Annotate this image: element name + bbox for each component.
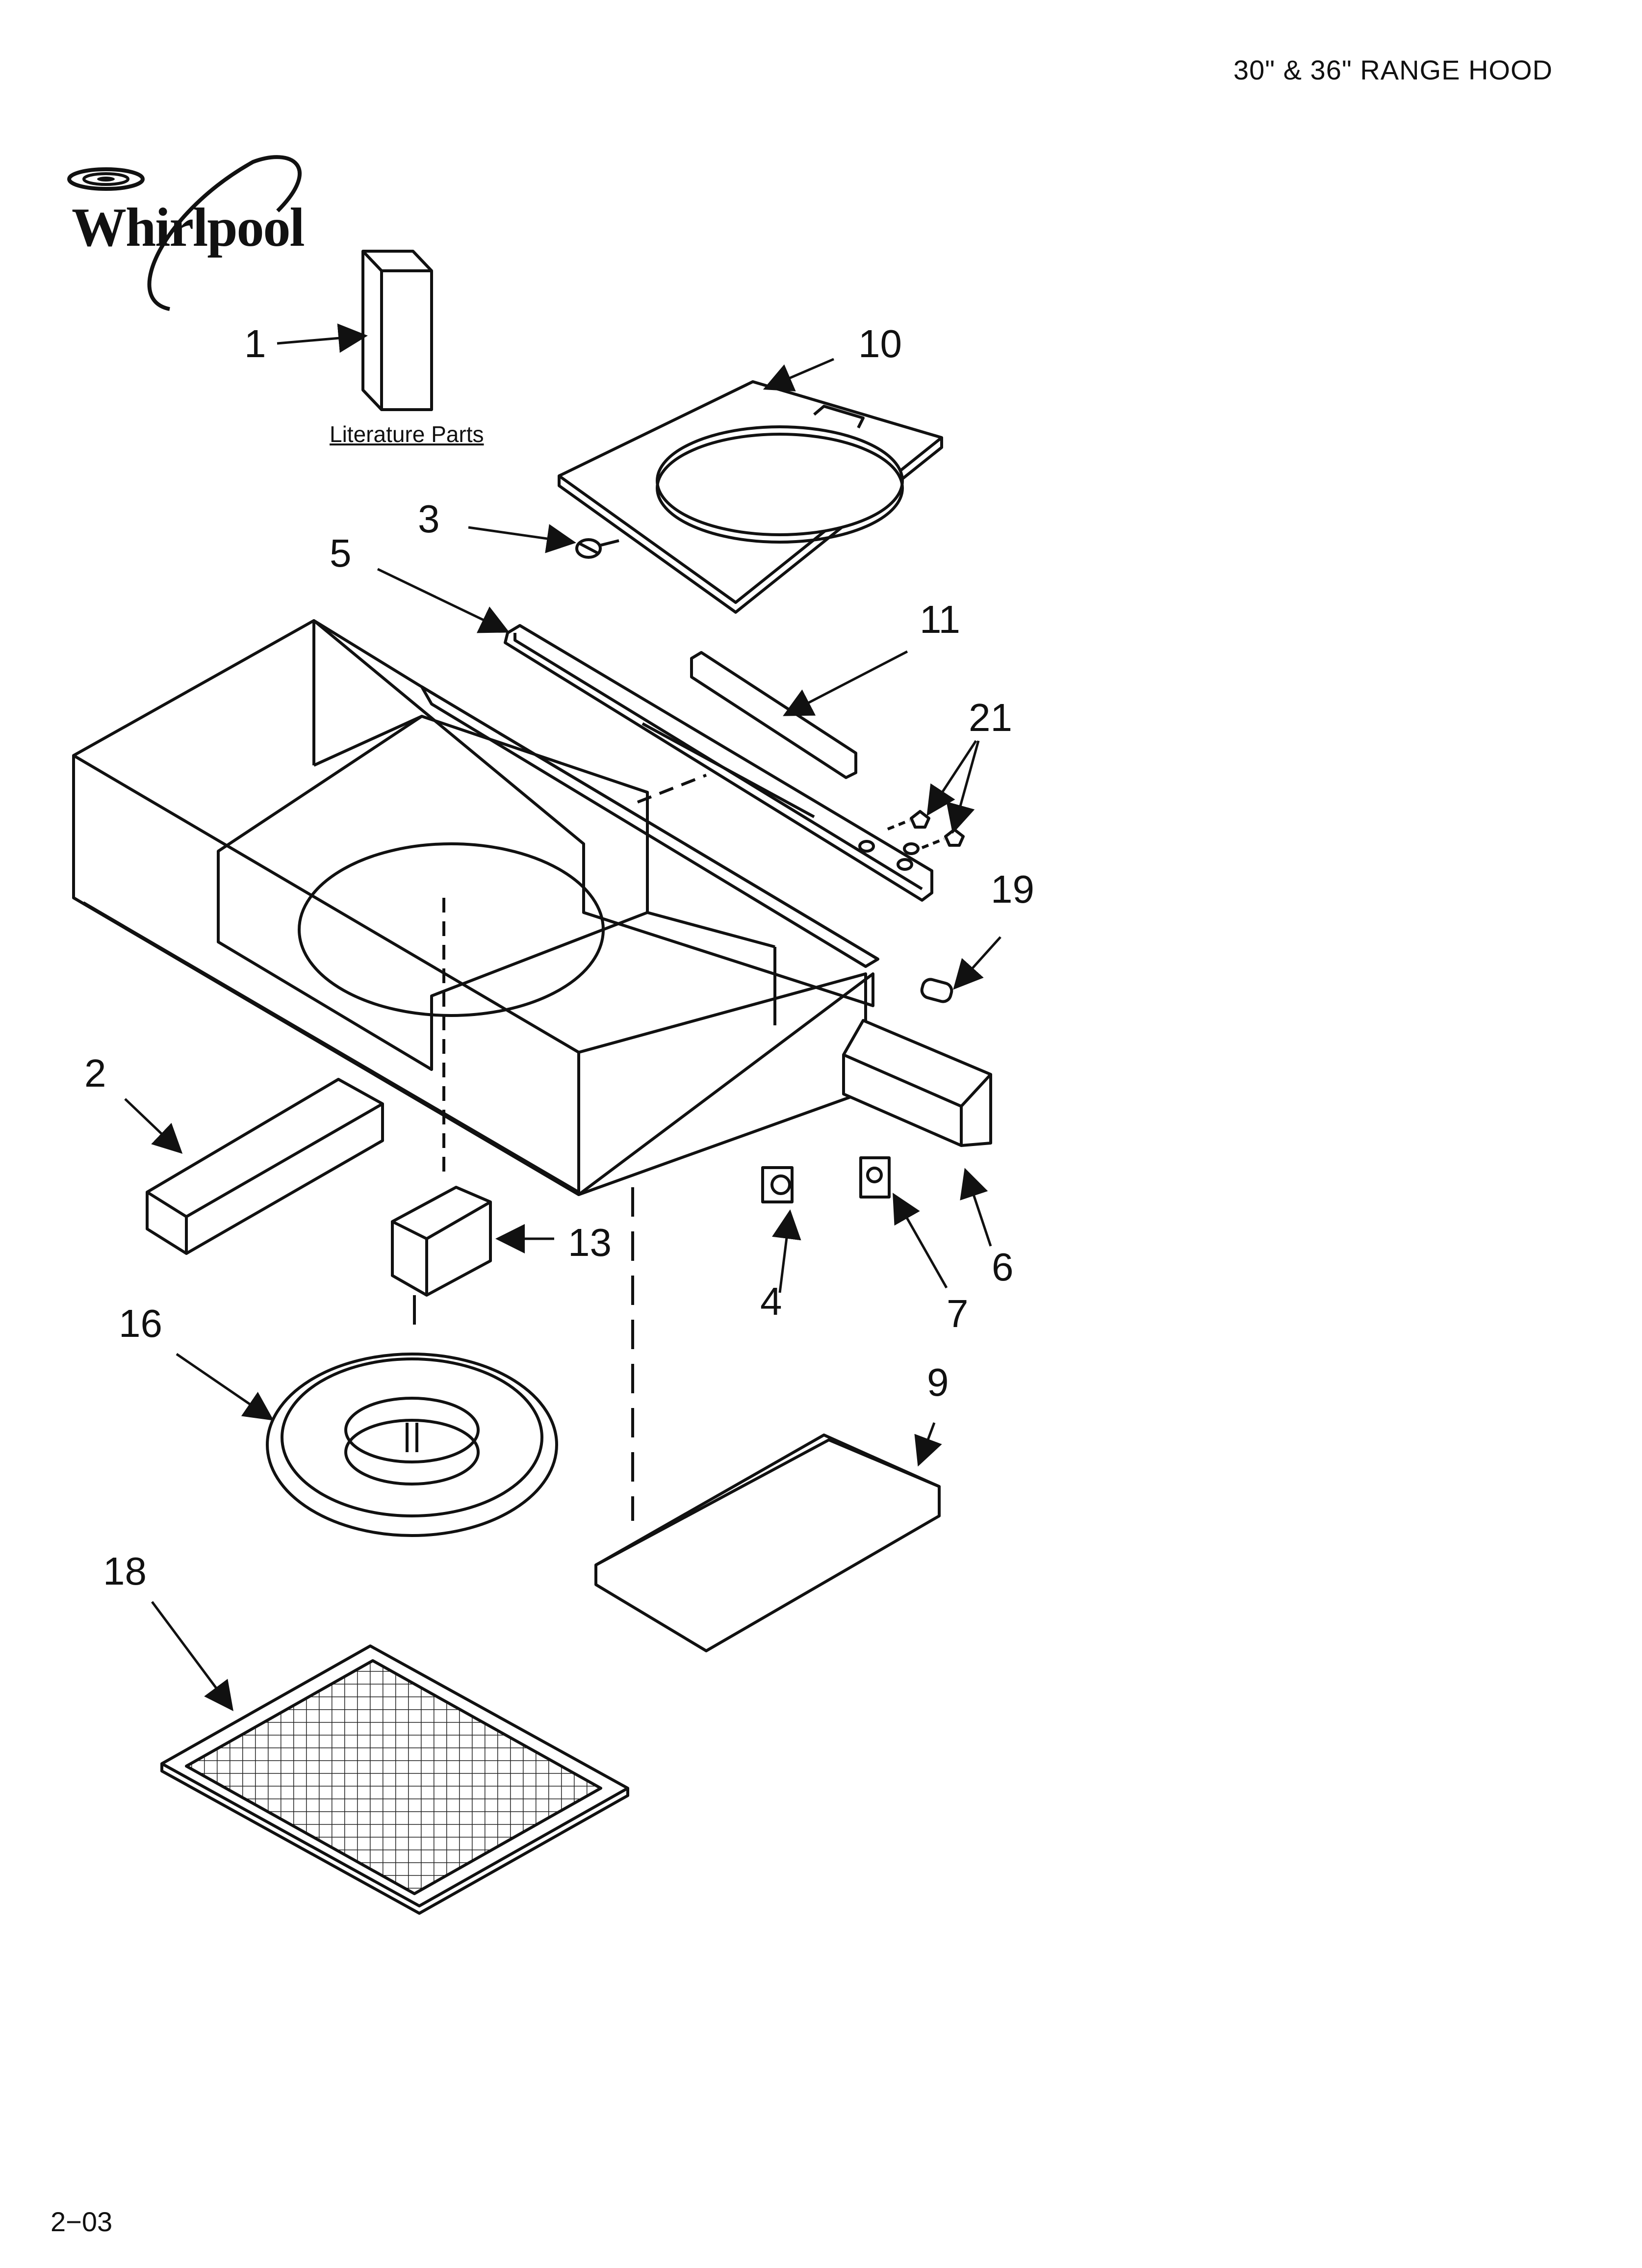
callout-16: 16 <box>119 1302 162 1345</box>
callout-4: 4 <box>760 1279 782 1323</box>
callout-7: 7 <box>947 1292 969 1335</box>
callout-6: 6 <box>992 1245 1014 1289</box>
callout-13: 13 <box>568 1221 612 1264</box>
duct-bracket <box>146 1078 384 1255</box>
literature-booklet <box>361 250 433 411</box>
callout-18: 18 <box>103 1549 147 1593</box>
literature-parts-label: Literature Parts <box>330 421 484 447</box>
light-bulb <box>920 978 953 1003</box>
top-plate <box>558 380 943 614</box>
leader-arrows <box>124 323 1001 1712</box>
page-title: 30" & 36" RANGE HOOD <box>1233 54 1553 85</box>
page-code: 2−03 <box>51 2206 113 2237</box>
callout-5: 5 <box>330 531 352 575</box>
switch-part-4 <box>761 1166 794 1203</box>
light-lens-strip <box>690 651 857 779</box>
switch-part-7 <box>859 1156 891 1199</box>
hood-body <box>72 619 879 1196</box>
callout-10: 10 <box>858 322 902 365</box>
callout-21: 21 <box>969 696 1012 739</box>
brand-name: Whirlpool <box>72 197 305 258</box>
grease-filter <box>160 1644 629 1915</box>
callout-11: 11 <box>920 598 960 641</box>
callout-1: 1 <box>244 322 266 365</box>
light-housing <box>842 1019 992 1147</box>
callout-19: 19 <box>991 867 1034 911</box>
screw-part-3 <box>575 538 619 559</box>
motor-box <box>391 1186 492 1325</box>
callout-labels: 1 10 3 5 11 21 19 2 13 6 4 7 16 9 18 <box>84 322 1034 1593</box>
whirlpool-logo: Whirlpool <box>47 152 332 319</box>
damper-plate <box>594 1187 941 1652</box>
control-panel-bar <box>504 624 933 902</box>
callout-9: 9 <box>927 1360 949 1404</box>
nuts-part-21 <box>887 810 965 849</box>
blower-wheel <box>266 1353 558 1537</box>
logo-swirl-icon <box>67 155 302 311</box>
callout-3: 3 <box>418 497 440 541</box>
callout-2: 2 <box>84 1051 106 1095</box>
